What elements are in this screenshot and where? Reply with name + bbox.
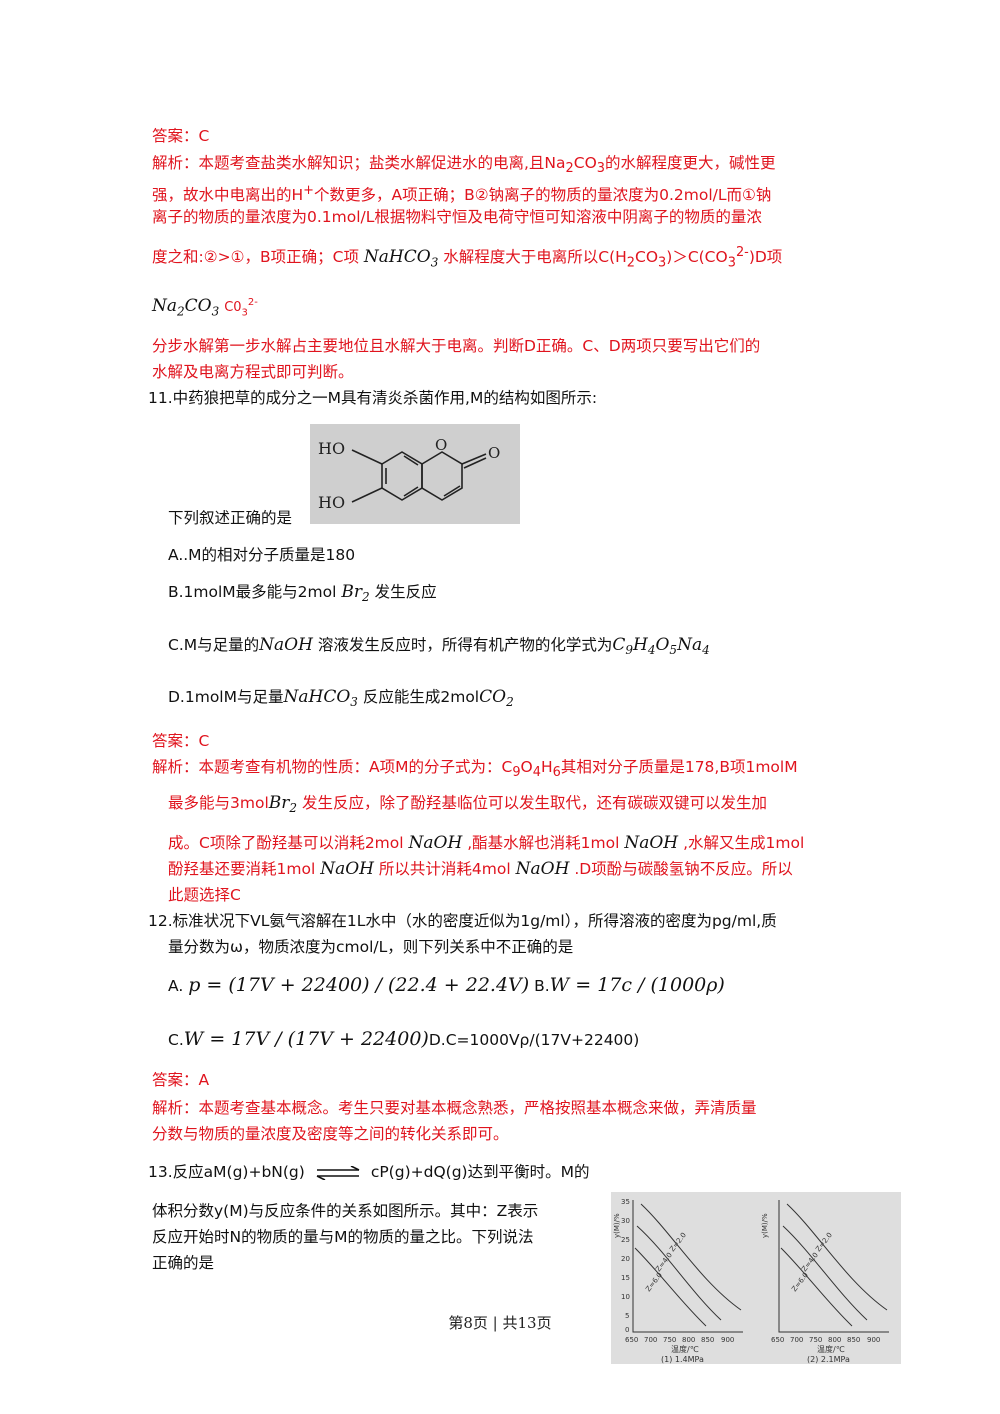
- q11-explanation-line-4: 酚羟基还要消耗1mol NaOH 所以共计消耗4mol NaOH .D项酚与碳酸…: [168, 859, 793, 879]
- svg-text:700: 700: [790, 1336, 803, 1344]
- mol-label-ho-top: HO: [318, 439, 345, 458]
- svg-text:30: 30: [621, 1217, 630, 1225]
- q11-explanation-line-1: 解析：本题考查有机物的性质：A项M的分子式为：C9O4H6其相对分子质量是178…: [152, 758, 798, 781]
- svg-text:650: 650: [771, 1336, 784, 1344]
- q11-option-a: A..M的相对分子质量是180: [168, 546, 356, 564]
- q10-explanation-line-6: 分步水解第一步水解占主要地位且水解大于电离。判断D正确。C、D两项只要写出它们的: [152, 337, 761, 355]
- q10-explanation-line-7: 水解及电离方程式即可判断。: [152, 363, 354, 381]
- q13-stem-line-1: 13.反应aM(g)+bN(g)cP(g)+dQ(g)达到平衡时。M的: [148, 1163, 590, 1181]
- q11-option-b: B.1molM最多能与2mol Br2 发生反应: [168, 582, 437, 605]
- q12-stem-line-1: 12.标准状况下VL氨气溶解在1L水中（水的密度近似为1g/ml），所得溶液的密…: [148, 912, 777, 930]
- q10-explanation-line-2: 强，故水中电离出的H+个数更多，A项正确；B②钠离子的物质的量浓度为0.2mol…: [152, 183, 772, 205]
- svg-text:0: 0: [625, 1326, 629, 1334]
- q10-explanation-line-4: 度之和:②>①，B项正确；C项 NaHCO3 水解程度大于电离所以C(H2CO3…: [152, 245, 783, 271]
- q11-answer: 答案：C: [152, 732, 210, 750]
- q12-explanation-line-1: 解析：本题考查基本概念。考生只要对基本概念熟悉，严格按照基本概念来做，弄清质量: [152, 1099, 757, 1117]
- svg-text:650: 650: [625, 1336, 638, 1344]
- mol-label-ho-bottom: HO: [318, 493, 345, 512]
- q12-option-a-b: A. p = (17V + 22400) / (22.4 + 22.4V) B.…: [168, 974, 725, 996]
- q13-figure-image: 35 30 25 20 15 10 5 0 650 700 750 800 85…: [611, 1192, 901, 1364]
- q12-stem-line-2: 量分数为ω，物质浓度为cmol/L，则下列关系中不正确的是: [168, 938, 574, 956]
- q11-explanation-line-5: 此题选择C: [168, 886, 241, 904]
- q11-option-c: C.M与足量的NaOH 溶液发生反应时，所得有机产物的化学式为C9H4O5Na4: [168, 635, 710, 658]
- q10-explanation-line-1: 解析：本题考查盐类水解知识；盐类水解促进水的电离,且Na2CO3的水解程度更大，…: [152, 154, 776, 177]
- svg-text:(1) 1.4MPa: (1) 1.4MPa: [661, 1355, 704, 1364]
- page-footer: 第8页 | 共13页: [448, 1314, 552, 1332]
- svg-text:800: 800: [682, 1336, 695, 1344]
- q11-stem: 11.中药狼把草的成分之一M具有清炎杀菌作用,M的结构如图所示:: [148, 389, 598, 407]
- q12-explanation-line-2: 分数与物质的量浓度及密度等之间的转化关系即可。: [152, 1125, 509, 1143]
- q11-option-d: D.1molM与足量NaHCO3 反应能生成2molCO2: [168, 687, 514, 710]
- svg-text:900: 900: [721, 1336, 734, 1344]
- q11-explanation-line-2: 最多能与3molBr2 发生反应，除了酚羟基临位可以发生取代，还有碳碳双键可以发…: [168, 793, 767, 816]
- svg-text:35: 35: [621, 1198, 630, 1206]
- svg-text:(2) 2.1MPa: (2) 2.1MPa: [807, 1355, 850, 1364]
- svg-text:温度/℃: 温度/℃: [817, 1344, 845, 1354]
- svg-text:850: 850: [847, 1336, 860, 1344]
- q12-option-c-d: C.W = 17V / (17V + 22400)D.C=1000Vρ/(17V…: [168, 1028, 640, 1050]
- svg-text:750: 750: [663, 1336, 676, 1344]
- svg-text:15: 15: [621, 1274, 630, 1282]
- equilibrium-arrow-icon: [316, 1164, 360, 1181]
- q12-answer: 答案：A: [152, 1071, 210, 1089]
- q13-stem-line-4: 正确的是: [152, 1254, 215, 1272]
- svg-text:800: 800: [828, 1336, 841, 1344]
- svg-text:y(M)/%: y(M)/%: [613, 1213, 621, 1238]
- q10-answer: 答案：C: [152, 127, 210, 145]
- svg-text:25: 25: [621, 1236, 630, 1244]
- svg-text:10: 10: [621, 1293, 630, 1301]
- q11-explanation-line-3: 成。C项除了酚羟基可以消耗2mol NaOH ,酯基水解也消耗1mol NaOH…: [168, 833, 805, 853]
- svg-text:850: 850: [701, 1336, 714, 1344]
- svg-text:700: 700: [644, 1336, 657, 1344]
- svg-text:y(M)/%: y(M)/%: [761, 1213, 769, 1238]
- q11-prompt: 下列叙述正确的是: [168, 509, 293, 527]
- svg-text:20: 20: [621, 1255, 630, 1263]
- svg-text:5: 5: [625, 1312, 629, 1320]
- q10-explanation-line-5: Na2CO3 C032-: [152, 296, 258, 319]
- molecule-structure-image: HO HO O O: [310, 424, 520, 524]
- q13-stem-line-3: 反应开始时N的物质的量与M的物质的量之比。下列说法: [152, 1228, 534, 1246]
- q13-stem-line-2: 体积分数y(M)与反应条件的关系如图所示。其中：Z表示: [152, 1202, 539, 1220]
- mol-label-o-carbonyl: O: [488, 444, 500, 462]
- mol-label-o-ring: O: [435, 436, 447, 454]
- svg-text:温度/℃: 温度/℃: [671, 1344, 699, 1354]
- svg-text:900: 900: [867, 1336, 880, 1344]
- svg-text:750: 750: [809, 1336, 822, 1344]
- q10-explanation-line-3: 离子的物质的量浓度为0.1mol/L根据物料守恒及电荷守恒可知溶液中阴离子的物质…: [152, 208, 762, 226]
